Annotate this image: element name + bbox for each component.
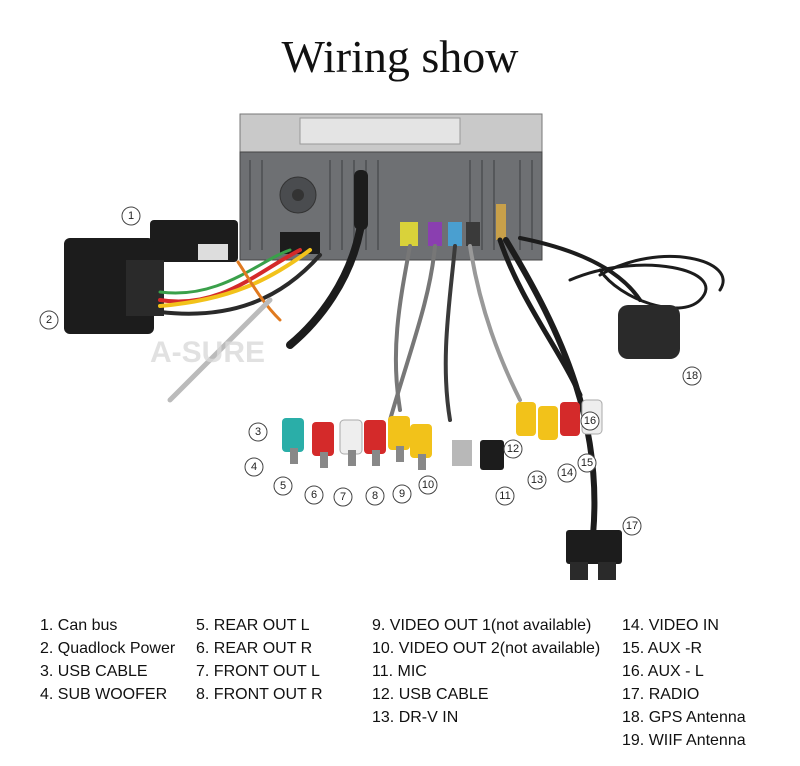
rca-connectors [282,399,603,470]
legend-item: 1. Can bus [40,617,118,634]
callout-marker [557,463,577,483]
radio-connector [566,530,622,580]
gps-antenna [618,305,680,359]
legend-item: 8. FRONT OUT R [196,686,323,703]
legend-item: 4. SUB WOOFER [40,686,168,703]
callout-number: 10 [422,479,434,491]
legend-item: 18. GPS Antenna [622,709,746,726]
legend-item: 5. REAR OUT L [196,617,310,634]
callout-number: 9 [399,488,405,500]
callout-marker [304,485,324,505]
legend-item: 9. VIDEO OUT 1(not available) [372,617,592,634]
callout-number: 1 [128,210,134,222]
callout-number: 12 [507,443,519,455]
callout-marker [273,476,293,496]
legend-item: 10. VIDEO OUT 2(not available) [372,640,601,657]
can-bus-box [150,220,238,262]
callout-number: 6 [311,489,317,501]
callout-number: 13 [531,474,543,486]
watermark: A-SURE [150,336,265,369]
callout-number: 2 [46,314,52,326]
legend-item: 6. REAR OUT R [196,640,313,657]
legend-item: 16. AUX - L [622,663,704,680]
head-unit [239,113,543,261]
callout-marker [580,411,600,431]
callout-number: 3 [255,426,261,438]
page-title: Wiring show [281,31,519,82]
callout-marker [527,470,547,490]
callout-marker [418,475,438,495]
callout-marker [577,453,597,473]
callout-number: 16 [584,415,596,427]
callout-number: 15 [581,457,593,469]
callout-number: 11 [499,490,510,502]
legend-item: 19. WIIF Antenna [622,732,746,749]
callout-number: 4 [251,461,257,473]
callout-marker [121,206,141,226]
legend-item: 2. Quadlock Power [40,640,176,657]
callout-marker [244,457,264,477]
legend-item: 11. MIC [372,663,427,680]
legend-item: 3. USB CABLE [40,663,148,680]
callout-number: 7 [340,491,346,503]
quadlock-connector [64,238,164,334]
callout-number: 5 [280,480,286,492]
callout-marker [365,486,385,506]
legend-item: 15. AUX -R [622,640,703,657]
legend-column-3: 9. VIDEO OUT 1(not available) 10. VIDEO … [372,614,600,729]
legend-column-1: 1. Can bus 2. Quadlock Power 3. USB CABL… [40,614,175,706]
callout-marker [392,484,412,504]
callout-marker [495,486,515,506]
legend-item: 7. FRONT OUT L [196,663,320,680]
callout-number: 14 [561,467,573,479]
legend-column-4: 14. VIDEO IN 15. AUX -R 16. AUX - L 17. … [622,614,746,752]
callout-marker [622,516,642,536]
legend-item: 13. DR-V IN [372,709,459,726]
legend-column-2: 5. REAR OUT L 6. REAR OUT R 7. FRONT OUT… [196,614,323,706]
callout-marker [333,487,353,507]
legend-item: 17. RADIO [622,686,700,703]
callout-number: 18 [686,370,698,382]
callout-number: 17 [626,520,638,532]
legend-item: 12. USB CABLE [372,686,489,703]
callout-marker [248,422,268,442]
legend-item: 14. VIDEO IN [622,617,719,634]
callout-marker [682,366,702,386]
callout-number: 8 [372,490,378,502]
callout-marker [39,310,59,330]
callout-marker [503,439,523,459]
